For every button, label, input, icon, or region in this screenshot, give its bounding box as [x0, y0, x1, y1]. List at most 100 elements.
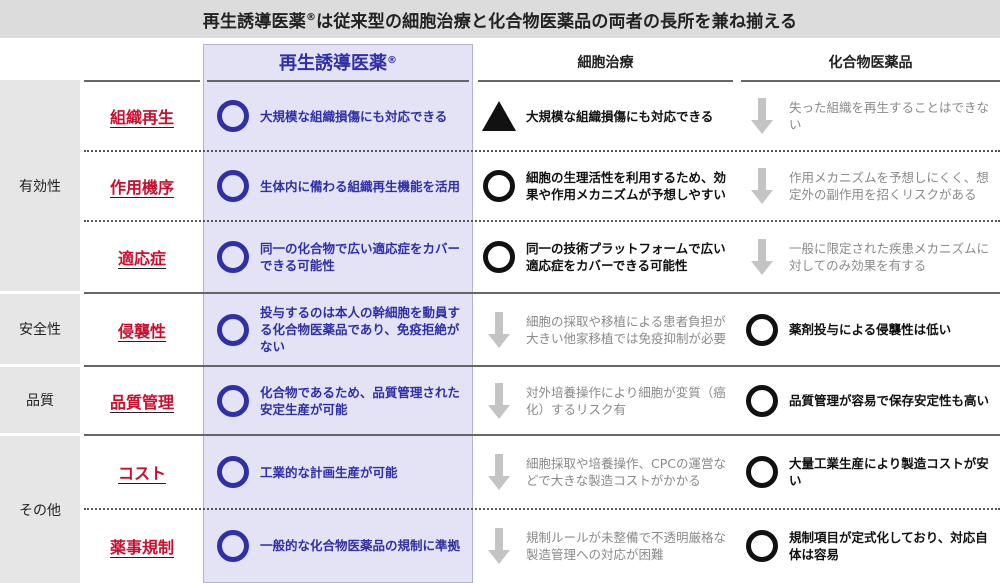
cell-regen: 化合物であるため、品質管理された安定生産が可能	[212, 367, 468, 434]
cell-text: 工業的な計画生産が可能	[260, 464, 398, 480]
black-ring-icon	[741, 451, 783, 493]
row-label-text: 適応症	[117, 249, 166, 268]
row-label-text: 侵襲性	[117, 321, 166, 341]
row-label-quality-control: 品質管理	[84, 367, 200, 434]
cell-regen: 生体内に備わる組織再生機能を活用	[212, 152, 468, 220]
down-arrow-icon	[478, 309, 520, 351]
cell-text: 大規模な組織損傷にも対応できる	[260, 108, 448, 124]
row-label-text: 品質管理	[109, 392, 174, 412]
black-ring-icon	[741, 380, 783, 422]
title-suffix: は従来型の細胞治療と化合物医薬品の両者の長所を兼ね揃える	[316, 11, 798, 32]
column-header-cell: 細胞治療	[478, 44, 733, 80]
blue-ring-icon	[212, 525, 254, 567]
cell-text: 失った組織を再生することはできない	[789, 100, 990, 132]
cell-text: 生体内に備わる組織再生機能を活用	[260, 178, 461, 194]
cell-compound: 品質管理が容易で保存安定性も高い	[741, 367, 1000, 434]
black-ring-icon	[741, 309, 783, 351]
row-label-text: 組織再生	[109, 108, 174, 127]
row-divider	[84, 292, 1000, 294]
cell-text: 細胞の採取や移植による患者負担が大きい他家移植では免疫抑制が必要	[526, 313, 727, 346]
blue-ring-icon	[212, 451, 254, 493]
row-divider	[84, 220, 1000, 222]
cell-regen: 大規模な組織損傷にも対応できる	[212, 82, 468, 150]
cell-text: 一般的な化合物医薬品の規制に準拠	[260, 538, 461, 553]
down-arrow-icon	[741, 95, 783, 137]
row-label-cost: コスト	[84, 436, 200, 508]
cell-text: 同一の化合物で広い適応症をカバーできる可能性	[260, 241, 461, 273]
column-header-compound-label: 化合物医薬品	[828, 55, 913, 71]
cell-text: 薬剤投与による侵襲性は低い	[789, 322, 952, 337]
blue-ring-icon	[212, 309, 254, 351]
cell-text: 細胞の生理活性を利用するため、効果や作用メカニズムが予想しやすい	[526, 170, 727, 202]
cell-cell-therapy: 細胞の採取や移植による患者負担が大きい他家移植では免疫抑制が必要	[478, 294, 733, 365]
header-underline-cell	[478, 80, 733, 82]
cell-compound: 一般に限定された疾患メカニズムに対してのみ効果を有する	[741, 222, 1000, 292]
row-divider	[84, 508, 1000, 510]
black-ring-icon	[741, 525, 783, 567]
cell-regen: 投与するのは本人の幹細胞を動員する化合物医薬品であり、免疫拒絶がない	[212, 294, 468, 365]
cell-compound: 作用メカニズムを予想しにくく、想定外の副作用を招くリスクがある	[741, 152, 1000, 220]
down-arrow-icon	[478, 380, 520, 422]
cell-text: 一般に限定された疾患メカニズムに対してのみ効果を有する	[789, 241, 990, 273]
blue-ring-icon	[212, 165, 254, 207]
category-safety: 安全性	[0, 294, 80, 364]
title-prefix: 再生誘導医薬	[202, 11, 306, 32]
row-label-regulation: 薬事規制	[84, 510, 200, 581]
down-arrow-icon	[741, 236, 783, 278]
cell-cell-therapy: 同一の技術プラットフォームで広い適応症をカバーできる可能性	[478, 222, 733, 292]
column-header-compound: 化合物医薬品	[741, 44, 1000, 80]
cell-cell-therapy: 規制ルールが未整備で不透明厳格な製造管理への対応が困難	[478, 510, 733, 581]
cell-cell-therapy: 細胞の生理活性を利用するため、効果や作用メカニズムが予想しやすい	[478, 152, 733, 220]
column-header-cell-label: 細胞治療	[577, 55, 634, 71]
cell-text: 規制ルールが未整備で不透明厳格な製造管理への対応が困難	[526, 529, 727, 562]
regen-column-highlight	[203, 44, 473, 583]
cell-text: 化合物であるため、品質管理された安定生産が可能	[260, 384, 460, 417]
down-arrow-icon	[741, 165, 783, 207]
row-divider	[84, 365, 1000, 367]
cell-text: 品質管理が容易で保存安定性も高い	[789, 393, 990, 408]
category-quality-label: 品質	[26, 393, 54, 409]
cell-cell-therapy: 対外培養操作により細胞が変質（癌化）するリスク有	[478, 367, 733, 434]
cell-text: 作用メカニズムを予想しにくく、想定外の副作用を招くリスクがある	[789, 170, 989, 202]
row-label-text: 薬事規制	[109, 537, 174, 557]
cell-compound: 薬剤投与による侵襲性は低い	[741, 294, 1000, 365]
cell-text: 細胞採取や培養操作、CPCの運営などで大きな製造コストがかかる	[526, 456, 726, 488]
cell-cell-therapy: 細胞採取や培養操作、CPCの運営などで大きな製造コストがかかる	[478, 436, 733, 508]
row-label-text: コスト	[117, 464, 166, 483]
category-efficacy: 有効性	[0, 80, 80, 291]
page-title: 再生誘導医薬®は従来型の細胞治療と化合物医薬品の両者の長所を兼ね揃える	[0, 0, 1000, 38]
row-label-tissue-regeneration: 組織再生	[84, 82, 200, 150]
row-label-text: 作用機序	[109, 178, 174, 197]
down-arrow-icon	[478, 525, 520, 567]
blue-ring-icon	[212, 95, 254, 137]
column-header-regen-mark: ®	[387, 54, 397, 66]
column-header-regen-label: 再生誘導医薬	[279, 53, 387, 74]
category-quality: 品質	[0, 367, 80, 433]
category-other: その他	[0, 436, 80, 583]
category-safety-label: 安全性	[19, 322, 61, 338]
down-arrow-icon	[478, 451, 520, 493]
cell-text: 投与するのは本人の幹細胞を動員する化合物医薬品であり、免疫拒絶がない	[260, 305, 461, 354]
category-efficacy-label: 有効性	[19, 178, 61, 195]
blue-ring-icon	[212, 380, 254, 422]
cell-text: 同一の技術プラットフォームで広い適応症をカバーできる可能性	[526, 241, 726, 273]
triangle-icon	[478, 95, 520, 137]
cell-text: 規制項目が定式化しており、対応自体は容易	[789, 529, 988, 562]
row-label-invasiveness: 侵襲性	[84, 294, 200, 365]
cell-compound: 失った組織を再生することはできない	[741, 82, 1000, 150]
cell-compound: 規制項目が定式化しており、対応自体は容易	[741, 510, 1000, 581]
header-underline-regen	[207, 80, 469, 82]
cell-regen: 同一の化合物で広い適応症をカバーできる可能性	[212, 222, 468, 292]
row-divider	[84, 150, 1000, 152]
registered-mark: ®	[305, 11, 317, 23]
cell-text: 大規模な組織損傷にも対応できる	[526, 108, 714, 124]
row-divider	[84, 434, 1000, 436]
row-label-indication: 適応症	[84, 222, 200, 292]
header-underline-label	[84, 80, 200, 82]
cell-cell-therapy: 大規模な組織損傷にも対応できる	[478, 82, 733, 150]
blue-ring-icon	[212, 236, 254, 278]
category-other-label: その他	[19, 502, 61, 519]
black-ring-icon	[478, 165, 520, 207]
row-label-mechanism: 作用機序	[84, 152, 200, 220]
